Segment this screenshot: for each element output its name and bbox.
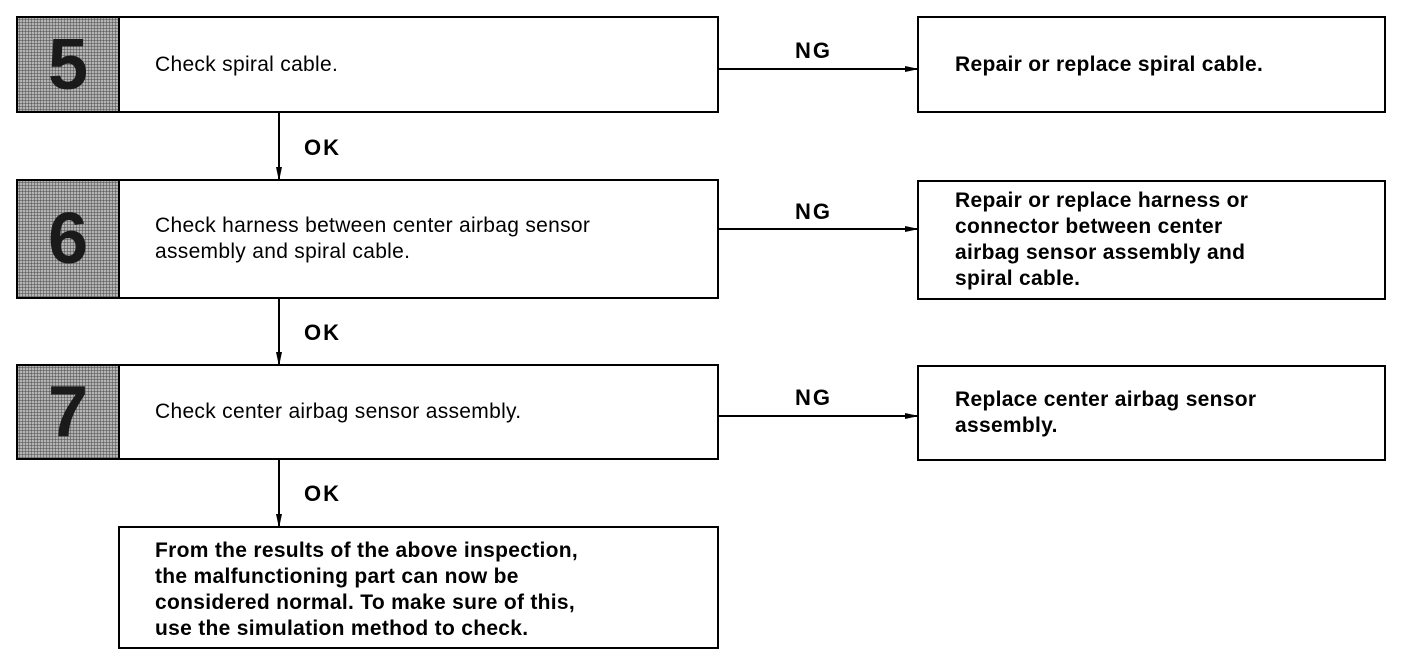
step-7-box: 7 Check center airbag sensor assembly. bbox=[16, 364, 719, 460]
step-6-ng-result: Repair or replace harness or connector b… bbox=[917, 180, 1386, 300]
step-5-ng-result: Repair or replace spiral cable. bbox=[917, 16, 1386, 113]
step-5-number: 5 bbox=[18, 18, 120, 111]
step-6-box: 6 Check harness between center airbag se… bbox=[16, 179, 719, 299]
step-6-ok-label: OK bbox=[304, 320, 341, 345]
step-6-ng-label: NG bbox=[795, 199, 832, 224]
step-7-ok-label: OK bbox=[304, 481, 341, 506]
step-5-box: 5 Check spiral cable. bbox=[16, 16, 719, 113]
step-5-ok-label: OK bbox=[304, 135, 341, 160]
step-7-ng-label: NG bbox=[795, 385, 832, 410]
step-5-text: Check spiral cable. bbox=[155, 52, 339, 76]
step-7-number: 7 bbox=[18, 366, 120, 458]
step-5-ng-label: NG bbox=[795, 38, 832, 63]
final-note-box: From the results of the above inspection… bbox=[118, 526, 719, 649]
step-6-text: Check harness between center airbag sens… bbox=[155, 214, 591, 263]
step-7-text: Check center airbag sensor assembly. bbox=[155, 400, 522, 423]
step-7-ng-result: Replace center airbag sensor assembly. bbox=[917, 365, 1386, 461]
step-6-number: 6 bbox=[18, 181, 120, 297]
